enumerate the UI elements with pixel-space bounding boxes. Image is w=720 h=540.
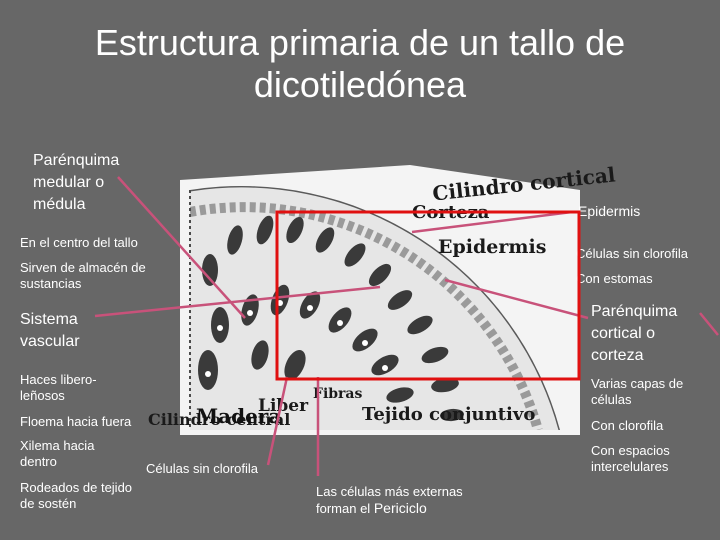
cortical-capas: Varias capas de células: [591, 376, 684, 407]
label-epidermis-diagram: Epidermis: [438, 236, 547, 258]
periciclo-note-text: Las células más externas forman el: [316, 484, 463, 516]
vascular-xilema: Xilema hacia dentro: [20, 438, 95, 469]
medula-centro: En el centro del tallo: [20, 235, 138, 250]
label-tejido-conjuntivo: Tejido conjuntivo: [362, 404, 536, 425]
cortical-espacios: Con espacios intercelulares: [591, 443, 670, 474]
vascular-haces: Haces libero-leñosos: [20, 372, 97, 403]
vascular-floema: Floema hacia fuera: [20, 414, 132, 429]
vascular-rodeados: Rodeados de tejido de sostén: [20, 480, 133, 511]
epidermis-heading: Epidermis: [578, 203, 641, 219]
periciclo-note: Las células más externas forman el Peric…: [316, 484, 486, 517]
medula-almacen: Sirven de almacén de sustancias: [20, 260, 146, 291]
cortical-heading: Parénquima cortical o corteza: [591, 303, 678, 364]
stem-cross-section-diagram: [180, 165, 580, 435]
label-cilindro-central: Cilindro central: [148, 410, 291, 429]
label-fibras: Fibras: [313, 386, 363, 402]
periciclo-term: Periciclo: [373, 500, 427, 516]
label-madera: Madera: [196, 404, 282, 428]
page-title: Estructura primaria de un tallo de dicot…: [94, 22, 626, 105]
epidermis-sin-clorofila: Células sin clorofila: [576, 246, 688, 261]
label-corteza: Corteza: [412, 202, 490, 223]
cortical-clorofila: Con clorofila: [591, 418, 664, 433]
bottom-celulas-sin-clorofila: Células sin clorofila: [146, 461, 258, 476]
medula-heading: Parénquima medular o médula: [33, 152, 120, 213]
epidermis-estomas: Con estomas: [576, 271, 653, 286]
vascular-heading: Sistema vascular: [20, 311, 80, 350]
